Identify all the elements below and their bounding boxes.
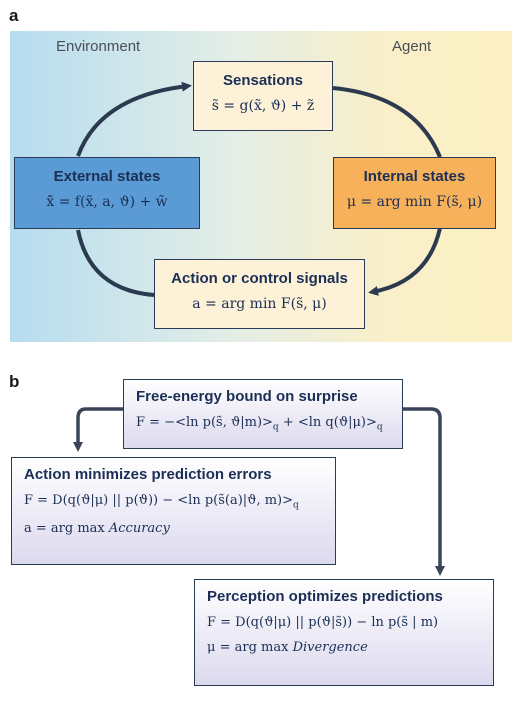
arrow-sensations-to-internal	[332, 86, 442, 158]
agent-label: Agent	[392, 38, 432, 55]
action-minimizes-equation-2: a = arg max Accuracy	[24, 520, 170, 536]
free-energy-title: Free-energy bound on surprise	[136, 388, 358, 405]
internal-states-box: Internal states μ = arg min F(s̃, μ)	[333, 157, 496, 229]
panel-a-letter: a	[9, 6, 19, 25]
internal-states-equation: μ = arg min F(s̃, μ)	[346, 194, 483, 210]
action-title: Action or control signals	[171, 270, 348, 287]
perception-title: Perception optimizes predictions	[207, 588, 443, 605]
arrow-internal-to-action	[368, 227, 442, 296]
action-box: Action or control signals a = arg min F(…	[154, 259, 365, 329]
external-states-box: External states x̃̇ = f(x̃, a, ϑ) + w̃	[14, 157, 200, 229]
internal-states-title: Internal states	[363, 168, 466, 185]
free-energy-box: Free-energy bound on surprise F = −<ln p…	[123, 379, 403, 449]
arrow-free-energy-to-perception	[403, 407, 445, 576]
sensations-box: Sensations s̃ = g(x̃, ϑ) + z̃	[193, 61, 333, 131]
action-minimizes-title: Action minimizes prediction errors	[24, 466, 272, 483]
perception-equation-2: μ = arg max Divergence	[207, 640, 368, 655]
environment-label: Environment	[56, 38, 141, 55]
sensations-equation: s̃ = g(x̃, ϑ) + z̃	[211, 98, 315, 114]
perception-equation-1: F = D(q(ϑ|μ) || p(ϑ|s̃)) − ln p(s̃ | m)	[207, 615, 439, 630]
free-energy-equation: F = −<ln p(s̃, ϑ|m)>q + <ln q(ϑ|μ)>q	[136, 415, 383, 433]
sensations-title: Sensations	[222, 72, 304, 89]
perception-box: Perception optimizes predictions F = D(q…	[194, 579, 494, 686]
action-minimizes-box: Action minimizes prediction errors F = D…	[11, 457, 336, 565]
arrow-free-energy-to-action	[73, 407, 123, 452]
action-minimizes-equation-1: F = D(q(ϑ|μ) || p(ϑ)) − <ln p(s̃(a)|ϑ, m…	[24, 493, 299, 511]
arrow-external-to-sensations	[76, 81, 192, 157]
action-equation: a = arg min F(s̃, μ)	[192, 296, 327, 312]
panel-b-letter: b	[9, 372, 20, 391]
arrow-action-to-external	[76, 229, 155, 297]
external-states-equation: x̃̇ = f(x̃, a, ϑ) + w̃	[46, 194, 168, 210]
external-states-title: External states	[53, 168, 161, 185]
